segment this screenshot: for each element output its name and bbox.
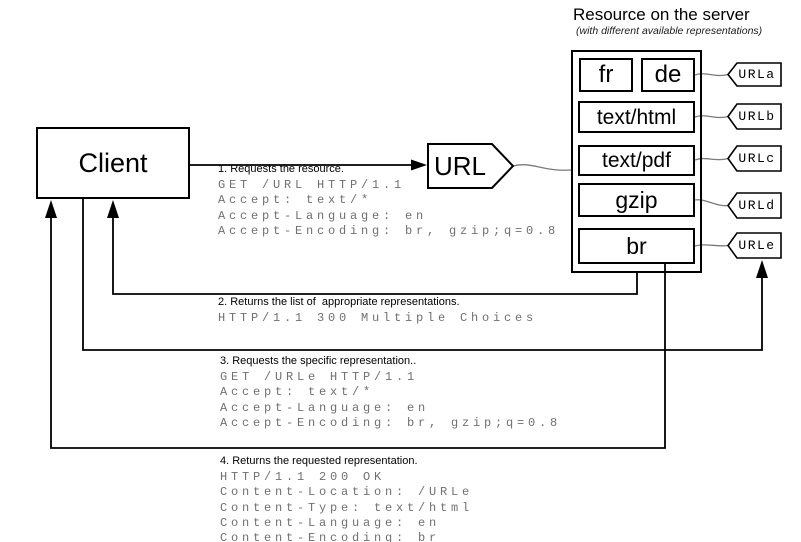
step-2-label: 2. Returns the list of appropriate repre… <box>218 296 460 308</box>
step-1-http-line: Accept-Encoding: br, gzip;q=0.8 <box>218 223 560 238</box>
connector-de-to-urla <box>694 73 729 77</box>
urlc-tag-shape <box>727 145 782 172</box>
representation-box-textpdf: text/pdf <box>578 145 695 176</box>
connector-br-to-urle <box>694 244 729 247</box>
step-2-block: 2. Returns the list of appropriate repre… <box>218 296 537 326</box>
step-4-http-line: HTTP/1.1 200 OK <box>220 470 386 484</box>
url-tag-urld: URLd <box>738 198 776 213</box>
step-3-http-line: GET /URLe HTTP/1.1 <box>220 370 419 384</box>
urle-tag-shape <box>727 232 782 259</box>
step-1-label: 1. Requests the resource. <box>218 163 344 175</box>
connector-pdf-to-urlc <box>694 157 729 161</box>
representation-box-texthtml: text/html <box>578 101 695 133</box>
step-1-http-line: Accept-Language: en <box>218 208 428 223</box>
urla-tag-shape <box>726 62 782 87</box>
step-1-http-line: Accept: text/* <box>218 193 373 208</box>
representation-box-br: br <box>578 228 695 264</box>
step-4-http-line: Content-Location: /URLe <box>220 485 474 500</box>
url-tag-urlc: URLc <box>738 151 776 166</box>
client-box: Client <box>36 127 190 199</box>
url-tag-urlb: URLb <box>738 109 776 124</box>
arrowhead-step4-up <box>45 200 57 218</box>
connector-url-to-resource <box>512 164 572 171</box>
step-4-http-line: Content-Language: en <box>220 515 441 530</box>
connector-gzip-to-urld <box>694 199 729 207</box>
representation-box-fr: fr <box>579 58 633 92</box>
representation-box-gzip: gzip <box>578 183 695 217</box>
step-4-label: 4. Returns the requested representation. <box>220 455 418 467</box>
connector-html-to-urlb <box>694 115 729 119</box>
step-4-http-line: Content-Type: text/html <box>220 500 474 515</box>
server-subheading: (with different available representation… <box>576 25 763 37</box>
url-pennant-label: URL <box>433 151 486 181</box>
step-3-block: 3. Requests the specific representation.… <box>220 355 561 431</box>
step-4-block: 4. Returns the requested representation.… <box>220 455 473 542</box>
resource-outer-box <box>571 50 702 273</box>
step-2-http-line: HTTP/1.1 300 Multiple Choices <box>218 311 538 325</box>
step-1-http-line: GET /URL HTTP/1.1 <box>218 178 406 192</box>
step-4-http-line: Content-Encoding: br <box>220 531 441 542</box>
arrow-step3-line <box>82 199 763 351</box>
url-tag-urla: URLa <box>738 67 776 82</box>
url-tag-urle: URLe <box>738 238 776 253</box>
urlb-tag-shape <box>727 103 782 130</box>
arrow-step2-line <box>112 218 638 295</box>
arrowhead-step1-right <box>411 159 427 171</box>
step-3-label: 3. Requests the specific representation.… <box>220 355 417 367</box>
arrowhead-step2-up <box>107 200 119 218</box>
arrowhead-step3-up <box>756 260 768 278</box>
representation-box-de: de <box>641 58 695 92</box>
step-1-block: 1. Requests the resource. GET /URL HTTP/… <box>218 163 559 239</box>
arrow-step4-line <box>50 218 666 449</box>
url-pennant-shape <box>427 143 515 189</box>
step-3-http-line: Accept-Language: en <box>220 400 430 415</box>
urld-tag-shape <box>727 192 782 219</box>
step-3-http-line: Accept: text/* <box>220 385 375 400</box>
step-3-http-line: Accept-Encoding: br, gzip;q=0.8 <box>220 415 562 430</box>
server-heading: Resource on the server <box>573 5 750 24</box>
